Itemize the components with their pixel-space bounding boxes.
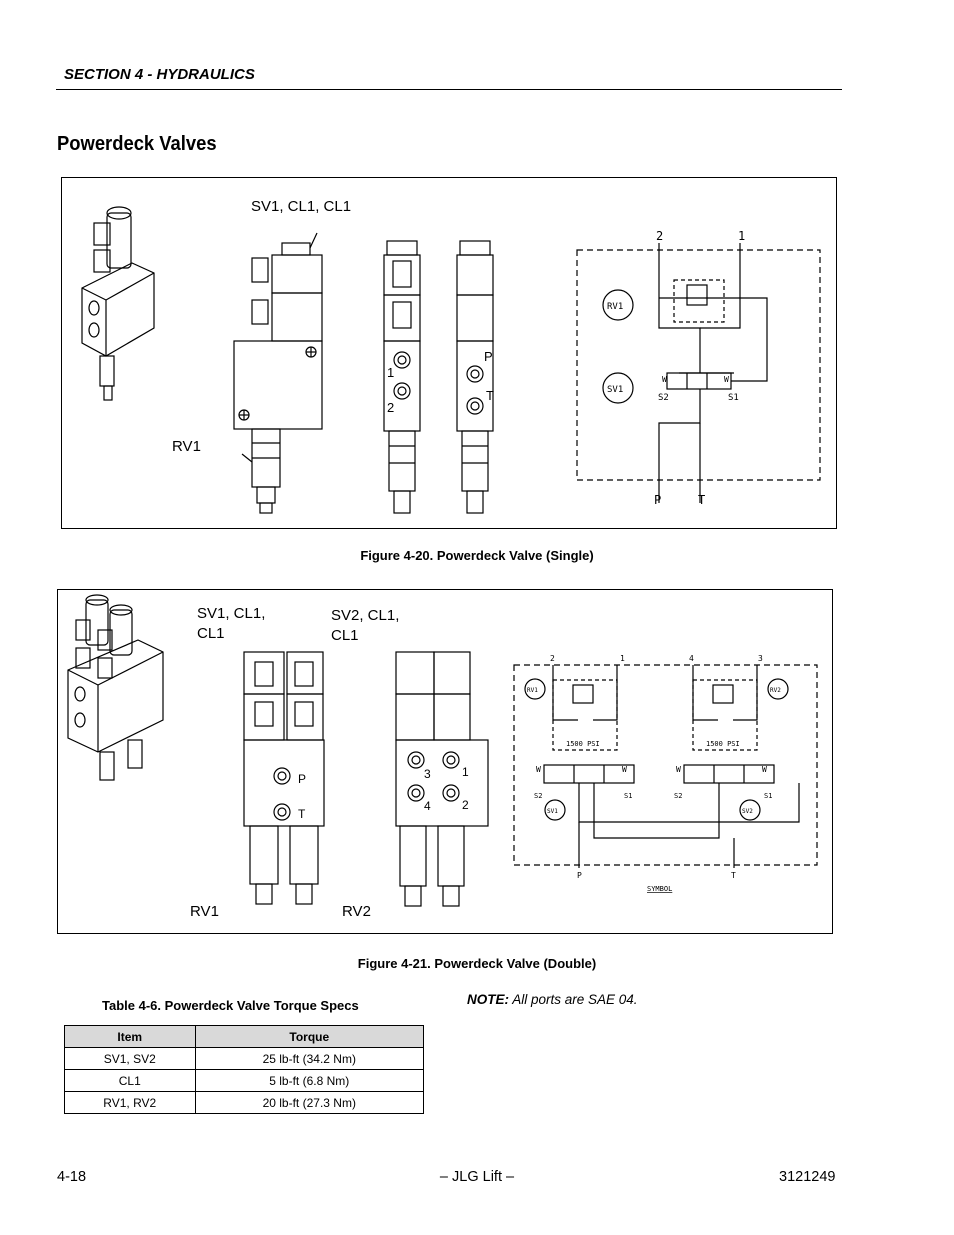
figure-double-valve: SV1, CL1, CL1 SV2, CL1, CL1 RV1 RV2 P T … [57,589,833,934]
section-header: SECTION 4 - HYDRAULICS [64,66,255,83]
schematic-sv2: SV2 [742,808,753,815]
table-cell-item: CL1 [64,1069,196,1092]
port-t-label: T [298,807,306,821]
schematic-port-2: 2 [656,229,663,243]
schematic-port-1: 1 [620,654,625,663]
port-2-label: 2 [387,400,394,415]
port-3-label: 3 [424,767,431,781]
table-row: SV1, SV2 25 lb-ft (34.2 Nm) [64,1047,425,1070]
valve-front-view [233,232,323,514]
schematic-rv1: RV1 [527,687,538,694]
callout-sv1-line2: CL1 [197,625,225,642]
port-2-label: 2 [462,798,469,812]
callout-sv1-cl1: SV1, CL1, CL1 [251,198,351,215]
valve-side-view-double [395,651,489,907]
figure-4-20-caption: Figure 4-20. Powerdeck Valve (Single) [360,548,594,563]
port-p-label: P [484,349,493,364]
hydraulic-schematic-double [513,664,818,868]
schematic-port-2: 2 [550,654,555,663]
schematic-w-1: W [536,765,541,774]
schematic-w-3: W [676,765,681,774]
table-header-item: Item [64,1025,196,1048]
page-title: Powerdeck Valves [57,133,217,155]
header-rule [56,89,842,90]
figure-single-valve: SV1, CL1, CL1 RV1 1 2 P T 2 1 RV1 SV1 W … [61,177,837,529]
schematic-s1: S1 [728,393,739,403]
schematic-port-t: T [698,493,705,507]
schematic-sv1: SV1 [607,385,623,395]
callout-sv1-line1: SV1, CL1, [197,605,265,622]
table-cell-item: SV1, SV2 [64,1047,196,1070]
table-cell-torque: 20 lb-ft (27.3 Nm) [194,1091,425,1114]
port-4-label: 4 [424,799,431,813]
valve-isometric-drawing-double [67,594,164,781]
schematic-s2-right: S2 [674,792,682,800]
table-cell-item: RV1, RV2 [64,1091,196,1114]
schematic-port-4: 4 [689,654,694,663]
table-header-row: Item Torque [64,1025,425,1048]
table-cell-torque: 25 lb-ft (34.2 Nm) [194,1047,425,1070]
schematic-port-1: 1 [738,229,745,243]
footer-doc-number: 3121249 [779,1169,836,1185]
torque-specs-table: Item Torque SV1, SV2 25 lb-ft (34.2 Nm) … [64,1025,425,1114]
callout-sv2-line2: CL1 [331,627,359,644]
schematic-port-3: 3 [758,654,763,663]
schematic-symbol-label: SYMBOL [647,885,672,893]
table-cell-torque: 5 lb-ft (6.8 Nm) [194,1069,425,1092]
schematic-rv1: RV1 [607,302,623,312]
schematic-psi-right: 1500 PSI [706,740,740,748]
table-row: RV1, RV2 20 lb-ft (27.3 Nm) [64,1091,425,1114]
note-text: All ports are SAE 04. [512,992,638,1007]
schematic-psi-left: 1500 PSI [566,740,600,748]
note: NOTE: All ports are SAE 04. [467,992,638,1007]
note-label: NOTE: [467,992,509,1007]
callout-rv1: RV1 [190,903,219,920]
schematic-w-2: W [622,765,627,774]
callout-rv1: RV1 [172,438,201,455]
figure-4-21-caption: Figure 4-21. Powerdeck Valve (Double) [357,956,597,971]
valve-isometric-drawing [81,206,155,401]
schematic-s1-right: S1 [764,792,772,800]
schematic-sv1: SV1 [547,808,558,815]
schematic-port-t: T [731,871,736,880]
valve-front-view-double [243,651,325,905]
schematic-w-right: W [724,375,729,384]
schematic-port-p: P [654,493,661,507]
port-1-label: 1 [387,365,394,380]
port-p-label: P [298,772,306,786]
schematic-rv2: RV2 [770,687,781,694]
schematic-s2: S2 [658,393,669,403]
hydraulic-schematic-single [576,243,821,503]
table-header-torque: Torque [194,1025,425,1048]
port-t-label: T [486,388,494,403]
table-row: CL1 5 lb-ft (6.8 Nm) [64,1069,425,1092]
callout-rv2: RV2 [342,903,371,920]
table-caption: Table 4-6. Powerdeck Valve Torque Specs [102,998,359,1013]
footer-page-number: 4-18 [57,1169,87,1185]
schematic-s1-left: S1 [624,792,632,800]
schematic-s2-left: S2 [534,792,542,800]
footer-center: – JLG Lift – [439,1169,515,1185]
schematic-w-left: W [662,375,667,384]
valve-side-view-ports-1-2 [383,240,421,514]
schematic-port-p: P [577,871,582,880]
schematic-w-4: W [762,765,767,774]
valve-side-view-ports-p-t [456,240,494,514]
port-1-label: 1 [462,765,469,779]
callout-sv2-line1: SV2, CL1, [331,607,399,624]
